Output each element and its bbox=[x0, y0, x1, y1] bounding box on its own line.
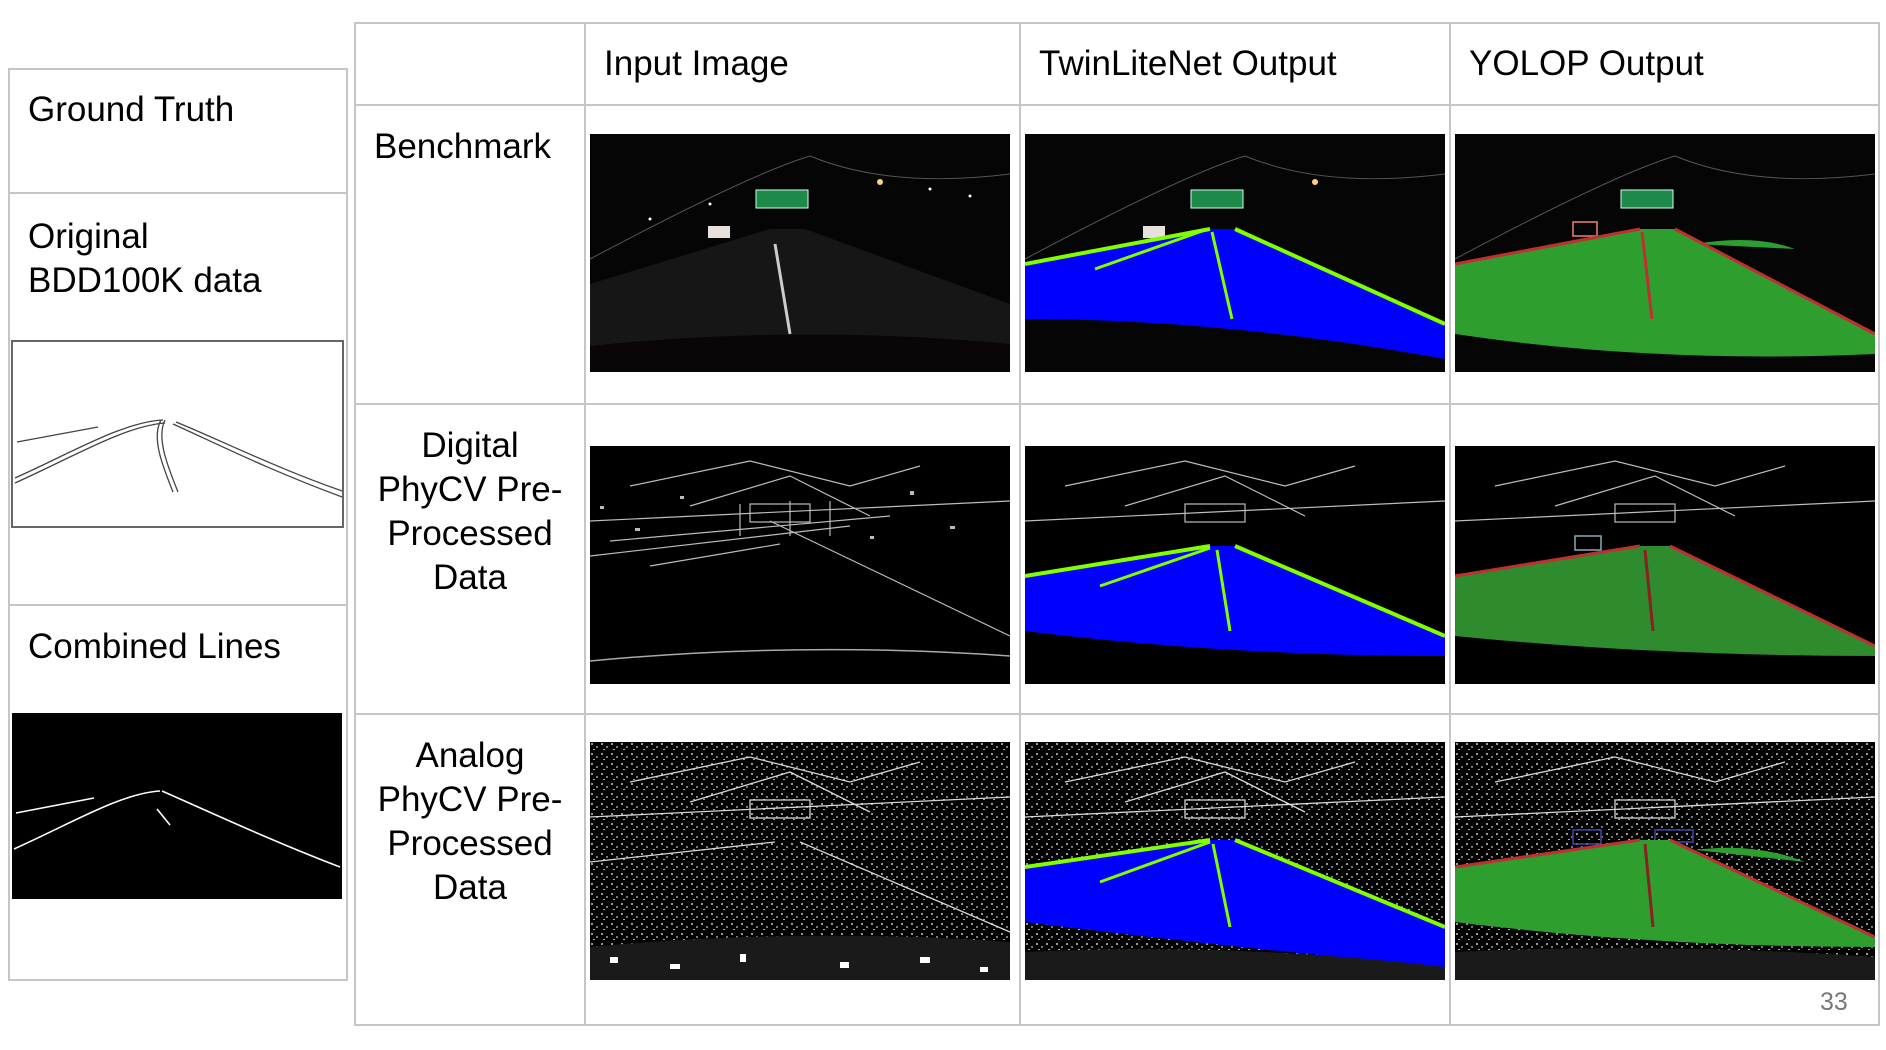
combined-lines-image bbox=[12, 713, 342, 899]
table-col-divider-3 bbox=[1449, 22, 1451, 1026]
table-col-divider-2 bbox=[1019, 22, 1021, 1026]
original-bdd100k-label: Original BDD100K data bbox=[28, 217, 262, 300]
header-input-image: Input Image bbox=[604, 44, 789, 83]
results-table bbox=[354, 22, 1880, 1026]
row-label-benchmark: Benchmark bbox=[374, 127, 552, 166]
table-header-divider bbox=[354, 104, 1880, 106]
digital-phycv-yolop-output bbox=[1455, 446, 1875, 684]
row-label-digital-phycv: Digital PhyCV Pre-Processed Data bbox=[377, 426, 563, 597]
ground-truth-label: Ground Truth bbox=[28, 90, 235, 129]
benchmark-twinlitenet-output bbox=[1025, 134, 1445, 372]
header-yolop-output: YOLOP Output bbox=[1469, 44, 1704, 83]
benchmark-input-image bbox=[590, 134, 1010, 372]
analog-phycv-yolop-output bbox=[1455, 742, 1875, 980]
table-col-divider-1 bbox=[584, 22, 586, 1026]
ground-truth-lines-image bbox=[11, 340, 344, 528]
combined-lines-label: Combined Lines bbox=[28, 627, 281, 666]
analog-phycv-twinlitenet-output bbox=[1025, 742, 1445, 980]
table-row-divider-2 bbox=[354, 713, 1880, 715]
page-number: 33 bbox=[1820, 988, 1848, 1016]
left-divider-2 bbox=[8, 604, 348, 606]
left-divider-1 bbox=[8, 192, 348, 194]
left-panel bbox=[8, 68, 348, 981]
row-label-analog-phycv: Analog PhyCV Pre-Processed Data bbox=[377, 736, 563, 907]
analog-phycv-input-image bbox=[590, 742, 1010, 980]
digital-phycv-input-image bbox=[590, 446, 1010, 684]
header-twinlitenet-output: TwinLiteNet Output bbox=[1039, 44, 1337, 83]
digital-phycv-twinlitenet-output bbox=[1025, 446, 1445, 684]
table-row-divider-1 bbox=[354, 403, 1880, 405]
benchmark-yolop-output bbox=[1455, 134, 1875, 372]
